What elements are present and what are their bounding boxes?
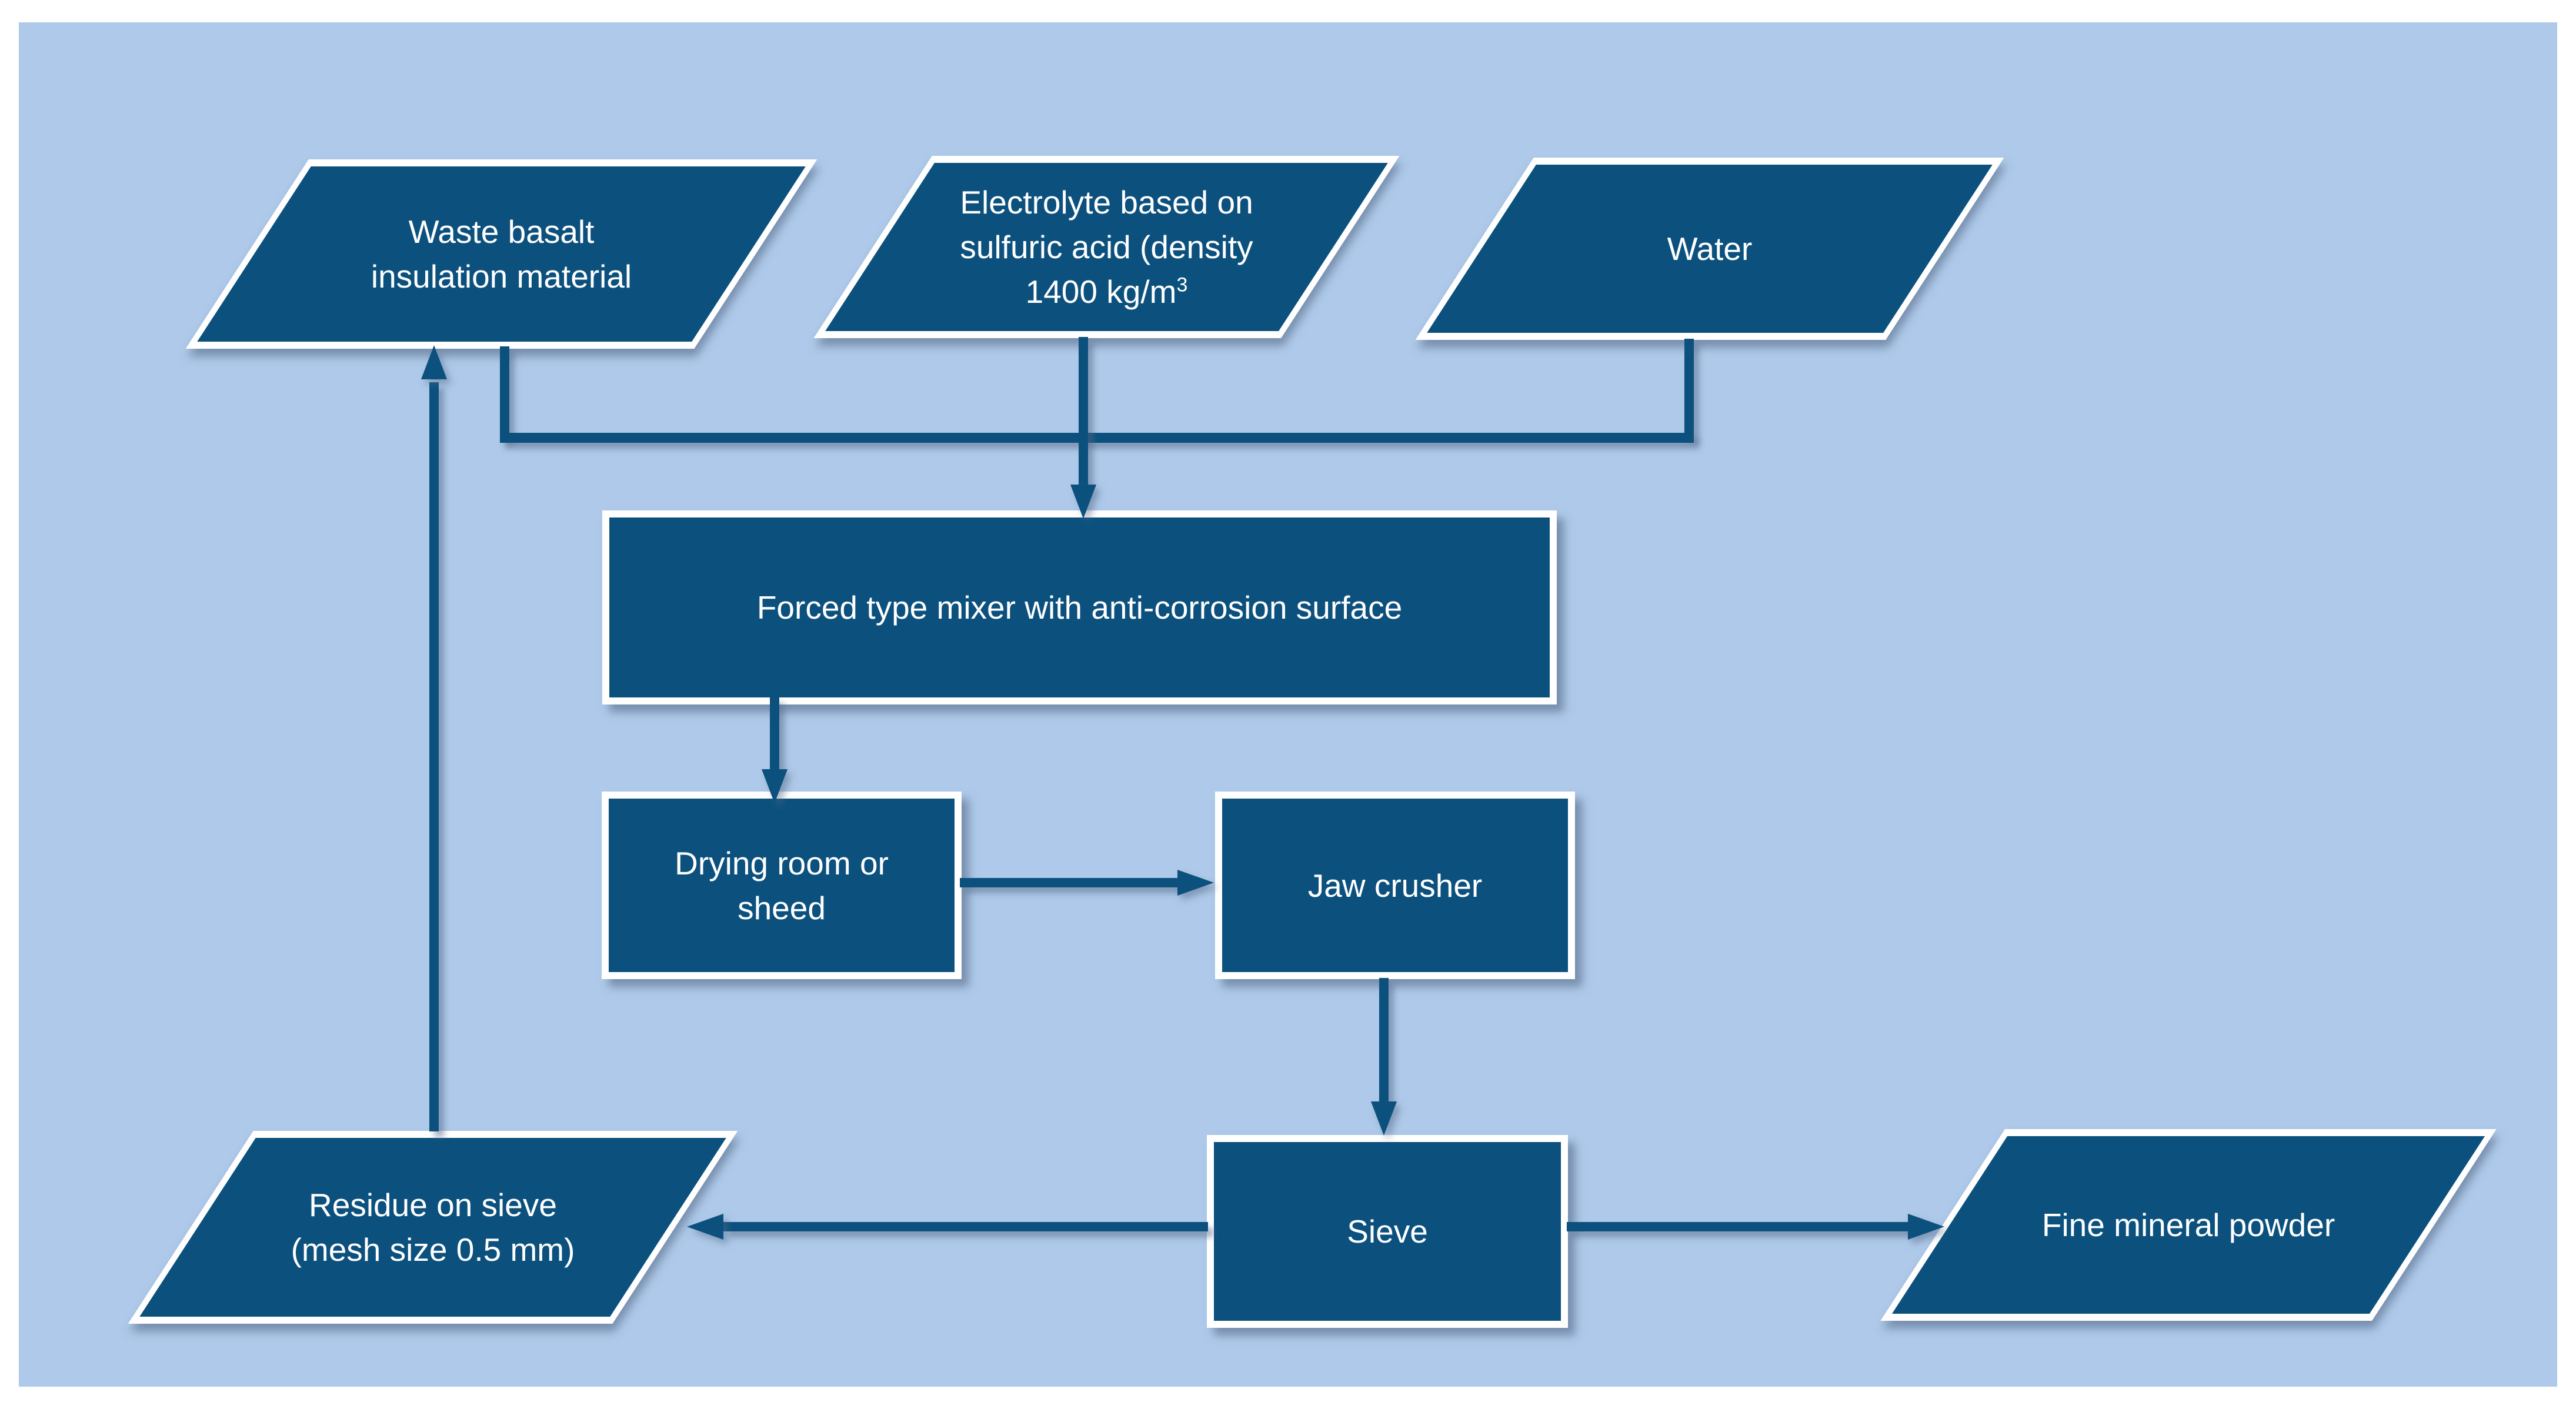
arrowhead-into-sieve: [1371, 1101, 1397, 1136]
node-water: Water: [1415, 158, 2004, 340]
connector-water-to-bar: [1684, 339, 1694, 438]
node-drying-room: Drying room or sheed: [602, 792, 962, 979]
label-line: Forced type mixer with anti-corrosion su…: [756, 589, 1403, 626]
label-line: 1400 kg/m3: [1026, 269, 1188, 314]
flowchart-canvas: Waste basalt insulation material Electro…: [19, 22, 2557, 1387]
node-jaw-crusher: Jaw crusher: [1215, 792, 1575, 979]
label-line: Electrolyte based on: [960, 184, 1253, 221]
arrowhead-into-jaw-crusher: [1177, 870, 1214, 896]
arrowhead-into-waste-basalt: [421, 345, 447, 379]
connector-residue-to-waste-basalt: [429, 382, 439, 1131]
label-line: Jaw crusher: [1307, 867, 1483, 904]
node-electrolyte: Electrolyte based on sulfuric acid (dens…: [813, 156, 1400, 338]
node-drying-room-label: Drying room or sheed: [602, 792, 962, 979]
connector-collector-bar: [500, 433, 1694, 443]
rectangle-shape: [602, 510, 1557, 704]
connector-waste-basalt-to-bar: [500, 346, 509, 438]
node-waste-basalt: Waste basalt insulation material: [185, 159, 817, 349]
node-fine-powder: Fine mineral powder: [1880, 1129, 2497, 1321]
arrowhead-into-drying: [762, 769, 788, 803]
node-water-label: Water: [1474, 158, 1945, 340]
rectangle-shape: [602, 792, 962, 979]
superscript: 3: [1176, 273, 1188, 296]
label-line-base: 1400 kg/m: [1025, 273, 1177, 310]
node-mixer: Forced type mixer with anti-corrosion su…: [602, 510, 1557, 704]
node-jaw-crusher-label: Jaw crusher: [1215, 792, 1575, 979]
label-line: insulation material: [371, 258, 632, 295]
rectangle-shape: [1215, 792, 1575, 979]
node-sieve-label: Sieve: [1207, 1135, 1568, 1328]
label-line: Drying room or: [675, 844, 889, 882]
label-line: Waste basalt: [408, 213, 595, 250]
arrowhead-into-fine-powder: [1908, 1214, 1944, 1240]
node-fine-powder-label: Fine mineral powder: [1943, 1129, 2434, 1321]
node-residue-label: Residue on sieve (mesh size 0.5 mm): [191, 1131, 675, 1324]
connector-jaw-to-sieve: [1379, 978, 1389, 1103]
arrowhead-into-mixer: [1070, 485, 1096, 519]
label-line: (mesh size 0.5 mm): [291, 1231, 575, 1268]
node-waste-basalt-label: Waste basalt insulation material: [247, 159, 756, 349]
connector-sieve-to-residue: [723, 1222, 1208, 1231]
label-line: Fine mineral powder: [2041, 1207, 2335, 1243]
rectangle-shape: [1207, 1135, 1568, 1328]
label-line: Water: [1667, 231, 1753, 267]
label-line: Residue on sieve: [309, 1187, 557, 1223]
label-line: sheed: [738, 889, 826, 926]
node-electrolyte-label: Electrolyte based on sulfuric acid (dens…: [873, 156, 1340, 338]
label-line: sulfuric acid (density: [960, 229, 1253, 265]
connector-drying-to-jaw: [960, 878, 1179, 887]
label-line: Sieve: [1347, 1213, 1428, 1250]
node-residue: Residue on sieve (mesh size 0.5 mm): [128, 1131, 738, 1324]
node-mixer-label: Forced type mixer with anti-corrosion su…: [602, 510, 1557, 704]
connector-sieve-to-fine-powder: [1567, 1222, 1908, 1231]
connector-mixer-to-drying: [770, 697, 779, 770]
arrowhead-into-residue: [687, 1214, 723, 1240]
node-sieve: Sieve: [1207, 1135, 1568, 1328]
connector-electrolyte-to-mixer: [1079, 337, 1088, 487]
